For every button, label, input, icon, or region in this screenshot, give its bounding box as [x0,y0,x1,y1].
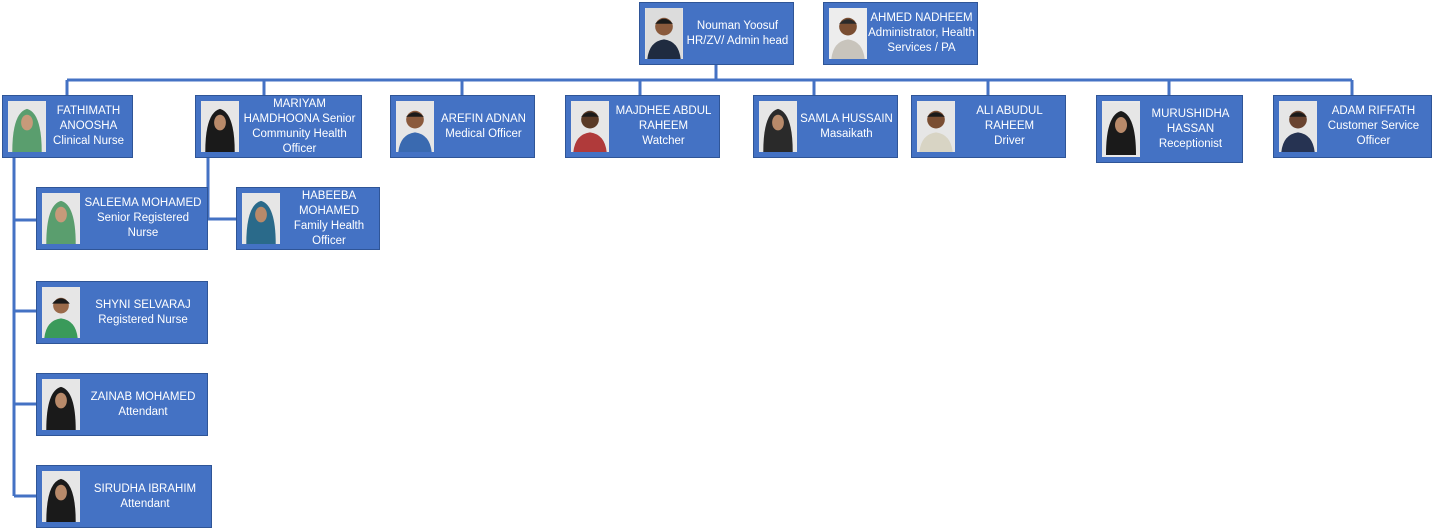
person-role: Medical Officer [445,127,522,140]
person-role: Attendant [120,497,170,510]
person-name: MAJDHEE ABDUL RAHEEM [615,105,712,132]
person-role: Watcher [642,135,685,147]
node-nurse-2[interactable]: SHYNI SELVARAJ Registered Nurse [36,281,208,344]
person-name: AREFIN ADNAN [441,112,526,125]
person-photo [42,379,80,430]
node-staff-4[interactable]: MAJDHEE ABDUL RAHEEM Watcher [565,95,720,158]
person-role: Family Health Officer [293,219,365,247]
person-role: Driver [994,135,1025,147]
node-community-1[interactable]: HABEEBA MOHAMED Family Health Officer [236,187,380,250]
node-staff-1[interactable]: FATHIMATH ANOOSHA Clinical Nurse [2,95,133,158]
person-name: SHYNI SELVARAJ [95,298,191,311]
person-role: Senior Registered Nurse [96,212,190,239]
node-staff-6[interactable]: ALI ABUDUL RAHEEM Driver [911,95,1066,158]
person-role: HR/ZV/ Admin head [686,34,789,47]
person-photo [8,101,46,152]
person-role: Customer Service Officer [1327,120,1420,147]
person-name: ZAINAB MOHAMED [90,390,196,403]
person-name: SIRUDHA IBRAHIM [93,482,197,495]
person-photo [396,101,434,152]
person-photo [759,101,797,152]
person-photo [917,101,955,152]
person-role: Receptionist [1158,137,1223,150]
person-role: Clinical Nurse [53,135,124,147]
person-photo [829,8,867,59]
person-role: Administrator, Health Services / PA [868,27,975,54]
person-photo [42,287,80,338]
node-nurse-3[interactable]: ZAINAB MOHAMED Attendant [36,373,208,436]
node-nurse-1[interactable]: SALEEMA MOHAMED Senior Registered Nurse [36,187,208,250]
person-photo [42,471,80,522]
person-name: MURUSHIDHA HASSAN [1151,107,1230,135]
person-photo [645,8,683,59]
node-nurse-4[interactable]: SIRUDHA IBRAHIM Attendant [36,465,212,528]
person-role: Registered Nurse [98,313,188,326]
person-photo [1279,101,1317,152]
node-admin[interactable]: AHMED NADHEEM Administrator, Health Serv… [823,2,978,65]
node-head[interactable]: Nouman Yoosuf HR/ZV/ Admin head [639,2,794,65]
person-name: AHMED NADHEEM [870,12,973,24]
person-photo [1102,101,1140,157]
node-staff-7[interactable]: MURUSHIDHA HASSAN Receptionist [1096,95,1243,163]
person-photo [201,101,239,152]
person-name: ADAM RIFFATH [1331,105,1416,117]
person-name: MARIYAM HAMDHOONA Senior [243,97,356,125]
person-name: SAMLA HUSSAIN [800,112,893,125]
node-staff-2[interactable]: MARIYAM HAMDHOONA Senior Community Healt… [195,95,362,158]
person-photo [42,193,80,244]
person-role: Community Health Officer [252,127,347,155]
person-name: FATHIMATH ANOOSHA [56,105,121,132]
person-photo [242,193,280,244]
node-staff-8[interactable]: ADAM RIFFATH Customer Service Officer [1273,95,1432,158]
node-staff-5[interactable]: SAMLA HUSSAIN Masaikath [753,95,898,158]
person-name: HABEEBA MOHAMED [298,189,360,217]
person-name: Nouman Yoosuf [696,19,779,32]
node-staff-3[interactable]: AREFIN ADNAN Medical Officer [390,95,535,158]
person-role: Attendant [118,405,168,418]
person-name: ALI ABUDUL RAHEEM [976,105,1043,132]
person-photo [571,101,609,152]
person-name: SALEEMA MOHAMED [84,197,202,209]
person-role: Masaikath [820,127,873,140]
